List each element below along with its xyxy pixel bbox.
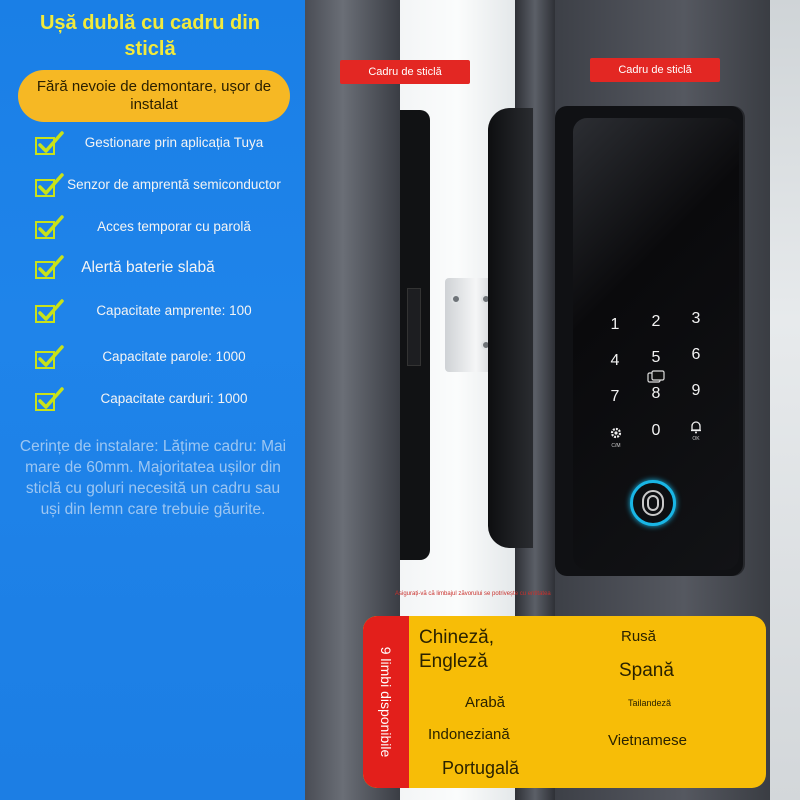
key-4[interactable]: 4 (610, 352, 620, 369)
feature-item: Capacitate carduri: 1000 (34, 386, 284, 412)
feature-label: Alertă baterie slabă (81, 258, 215, 276)
bell-icon[interactable] (689, 420, 703, 434)
fine-print: Asigurați-vă că limbajul zăvorului se po… (395, 591, 551, 597)
ok-label: OK (692, 436, 700, 442)
key-5[interactable]: 5 (651, 349, 661, 366)
feature-label: Acces temporar cu parolă (97, 219, 251, 234)
lock-side-edge (488, 108, 533, 548)
fingerprint-icon (642, 490, 664, 516)
feature-label: Senzor de amprentă semiconductor (67, 177, 281, 192)
glass-frame-tag-left: Cadru de sticlă (340, 60, 470, 84)
feature-item: Capacitate parole: 1000 (34, 344, 284, 370)
language-item: Vietnamese (608, 732, 687, 749)
key-3[interactable]: 3 (691, 310, 701, 327)
receiver-slot (407, 288, 421, 366)
checkmark-icon (35, 173, 64, 197)
checkmark-icon (35, 215, 64, 239)
language-item: Chineză, Engleză (419, 627, 494, 672)
install-requirements-note: Cerințe de instalare: Lățime cadru: Mai … (19, 438, 287, 518)
language-item: Rusă (621, 628, 657, 645)
key-1[interactable]: 1 (610, 316, 620, 333)
language-item: Portugală (442, 758, 520, 778)
language-item: Arabă (465, 694, 506, 711)
feature-item: Senzor de amprentă semiconductor (34, 172, 284, 198)
feature-item: Acces temporar cu parolă (34, 214, 284, 240)
cm-label: C/M (611, 443, 621, 449)
language-item: Tailandeză (628, 698, 672, 708)
key-9[interactable]: 9 (691, 382, 701, 399)
gear-icon[interactable] (609, 426, 623, 440)
feature-label: Gestionare prin aplicația Tuya (84, 135, 264, 150)
feature-item: Gestionare prin aplicația Tuya (34, 130, 284, 156)
languages-count-label: 9 limbi disponibile (378, 646, 394, 758)
key-7[interactable]: 7 (610, 388, 620, 405)
feature-item: Capacitate amprente: 100 (34, 298, 284, 324)
key-6[interactable]: 6 (691, 346, 701, 363)
page-title: Ușă dublă cu cadru din sticlă (39, 12, 261, 60)
checkmark-icon (35, 131, 64, 155)
card-reader-icon (647, 370, 665, 383)
checkmark-icon (35, 299, 64, 323)
key-8[interactable]: 8 (651, 385, 661, 402)
languages-box: 9 limbi disponibile Chineză, Engleză Rus… (363, 616, 766, 788)
install-highlight-badge: Fără nevoie de demontare, ușor de instal… (18, 70, 290, 122)
language-item: Indoneziană (428, 726, 510, 743)
feature-item: Alertă baterie slabă (34, 254, 284, 280)
glass-frame-tag-right: Cadru de sticlă (590, 58, 720, 82)
key-2[interactable]: 2 (651, 313, 661, 330)
feature-label: Capacitate carduri: 1000 (100, 391, 248, 406)
feature-label: Capacitate parole: 1000 (102, 349, 246, 364)
screw-icon (451, 294, 461, 304)
languages-side-banner: 9 limbi disponibile (363, 616, 409, 788)
feature-panel: Ușă dublă cu cadru din sticlă Fără nevoi… (0, 0, 305, 800)
fingerprint-sensor[interactable] (630, 480, 676, 526)
feature-label: Capacitate amprente: 100 (96, 303, 252, 318)
checkmark-icon (35, 345, 64, 369)
checkmark-icon (35, 255, 64, 279)
language-item: Spană (619, 660, 674, 681)
checkmark-icon (35, 387, 64, 411)
key-0[interactable]: 0 (651, 422, 661, 439)
